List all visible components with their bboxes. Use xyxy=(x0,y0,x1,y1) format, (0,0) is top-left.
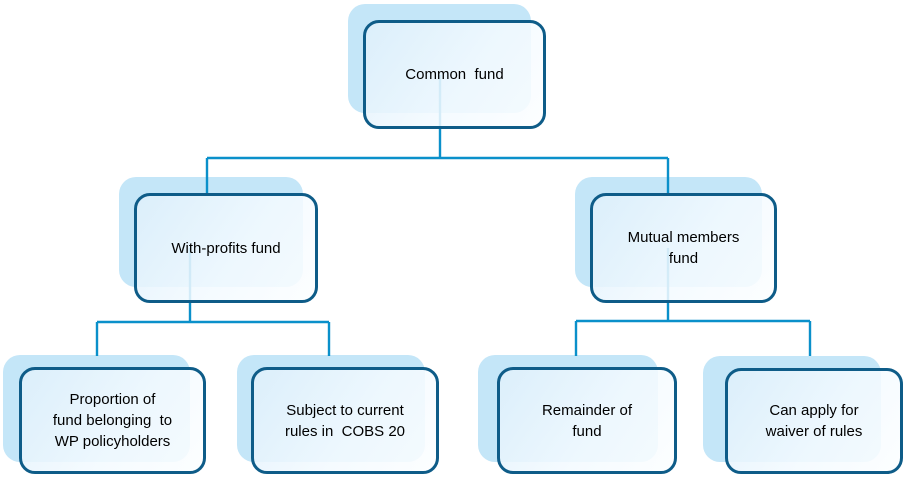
node-label: Subject to current rules in COBS 20 xyxy=(284,401,406,440)
node-label: Mutual members fund xyxy=(627,229,740,267)
node-proportion-wp-policyholders: Proportion of fund belonging to WP polic… xyxy=(19,367,206,474)
node-common-fund: Common fund xyxy=(363,20,546,129)
node-with-profits-fund: With-profits fund xyxy=(134,193,318,303)
node-label: Can apply for waiver of rules xyxy=(765,402,863,440)
node-remainder-of-fund: Remainder of fund xyxy=(497,367,677,474)
node-label: Remainder of fund xyxy=(541,401,633,440)
node-label: With-profits fund xyxy=(171,239,281,257)
node-label: Common fund xyxy=(405,66,504,83)
node-label: Proportion of fund belonging to WP polic… xyxy=(52,391,173,450)
node-mutual-members-fund: Mutual members fund xyxy=(590,193,777,303)
node-subject-cobs-20: Subject to current rules in COBS 20 xyxy=(251,367,439,474)
node-waiver-of-rules: Can apply for waiver of rules xyxy=(725,368,903,474)
